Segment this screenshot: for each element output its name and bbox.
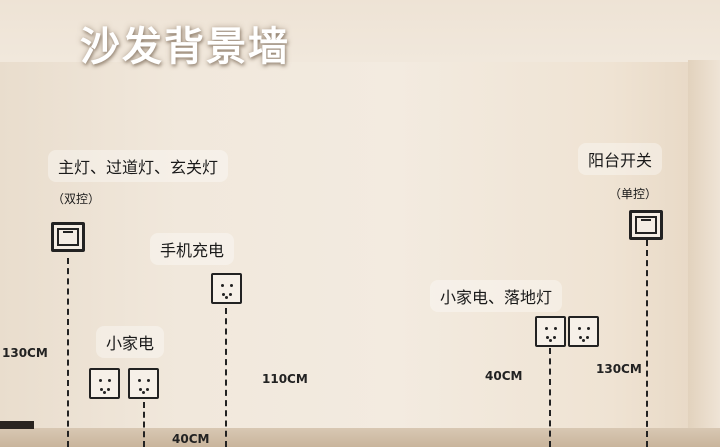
balcony-switch-height: 130CM bbox=[596, 362, 642, 376]
height-dashed-line bbox=[143, 402, 145, 447]
left-switch-label: 主灯、过道灯、玄关灯 bbox=[48, 150, 229, 182]
left-switch-height: 130CM bbox=[2, 346, 48, 360]
wall-corner bbox=[688, 60, 720, 447]
balcony-switch-note: （单控） bbox=[609, 187, 658, 201]
socket-icon bbox=[128, 368, 159, 399]
height-dashed-line bbox=[225, 308, 227, 447]
page-title: 沙发背景墙 bbox=[80, 24, 290, 70]
floor bbox=[0, 428, 720, 447]
socket-icon bbox=[211, 273, 242, 304]
socket-icon bbox=[89, 368, 120, 399]
small-appliances-label: 小家电 bbox=[96, 326, 165, 358]
height-dashed-line bbox=[646, 240, 648, 447]
switch-icon bbox=[51, 222, 85, 252]
balcony-switch-label: 阳台开关 bbox=[578, 143, 663, 175]
socket-icon bbox=[535, 316, 566, 347]
baseboard bbox=[0, 421, 34, 429]
switch-icon bbox=[629, 210, 663, 240]
height-dashed-line bbox=[549, 348, 551, 447]
height-dashed-line bbox=[67, 258, 69, 447]
ceiling bbox=[0, 0, 720, 62]
appliances-floor-lamp-label: 小家电、落地灯 bbox=[430, 280, 563, 312]
socket-icon bbox=[568, 316, 599, 347]
small-appliances-height: 40CM bbox=[172, 432, 210, 446]
phone-charging-label: 手机充电 bbox=[150, 233, 235, 265]
left-switch-note: （双控） bbox=[52, 192, 101, 206]
appliances-floor-lamp-height: 40CM bbox=[485, 369, 523, 383]
phone-charging-height: 110CM bbox=[262, 372, 308, 386]
